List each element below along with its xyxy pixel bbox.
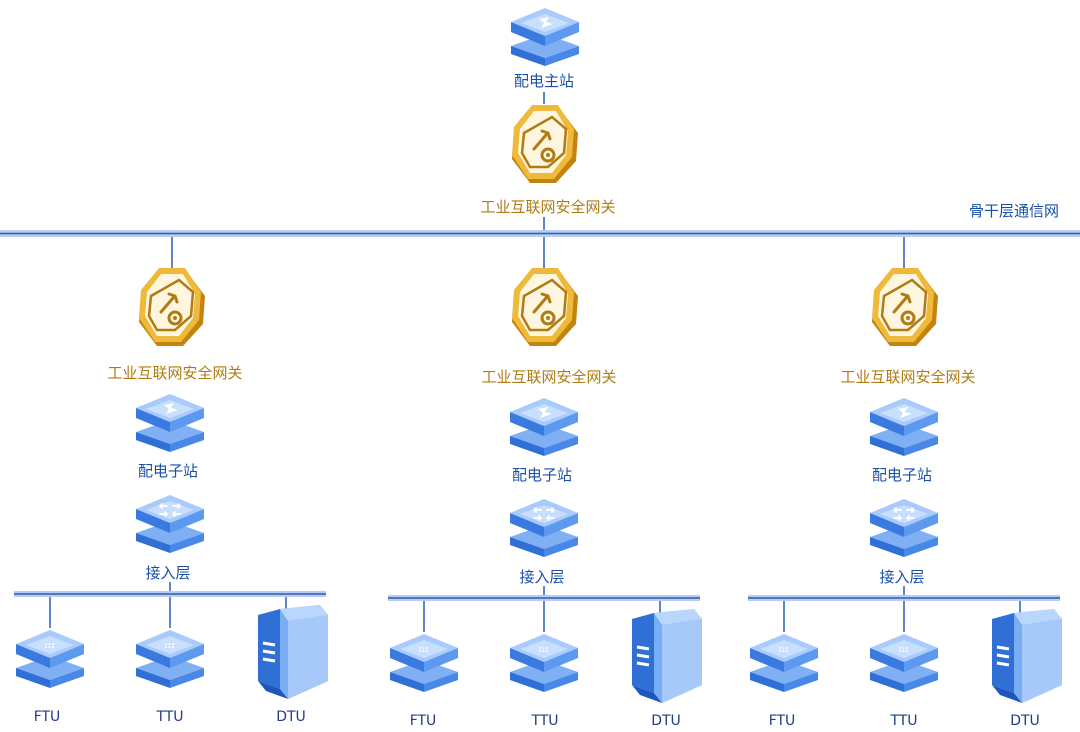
access-switch-icon xyxy=(508,495,580,565)
terminal-label: FTU xyxy=(409,713,437,729)
access-switch-icon xyxy=(868,495,940,565)
terminal-label: TTU xyxy=(156,709,184,725)
ftu-device-icon xyxy=(388,630,460,700)
substation-icon xyxy=(868,394,940,464)
ftu-device-icon xyxy=(748,630,820,700)
access-switch-icon xyxy=(134,491,206,561)
access-layer-label: 接入层 xyxy=(879,568,925,586)
substation-icon xyxy=(134,390,206,460)
backbone-label: 骨干层通信网 xyxy=(969,202,1060,220)
substation-label: 配电子站 xyxy=(511,466,573,484)
master-station-icon xyxy=(509,4,581,74)
terminal-label: TTU xyxy=(890,713,918,729)
branch-gateway-icon xyxy=(508,266,580,352)
dtu-device-icon xyxy=(988,607,1064,709)
terminal-label: TTU xyxy=(531,713,559,729)
ttu-device-icon xyxy=(868,630,940,700)
branch-gateway-label: 工业互联网安全网关 xyxy=(107,364,243,382)
top-gateway-label: 工业互联网安全网关 xyxy=(480,198,616,216)
dtu-device-icon xyxy=(254,603,330,705)
ftu-device-icon xyxy=(14,626,86,696)
branch-gateway-label: 工业互联网安全网关 xyxy=(481,368,617,386)
ttu-device-icon xyxy=(134,626,206,696)
branch-gateway-icon xyxy=(868,266,940,352)
ttu-device-icon xyxy=(508,630,580,700)
substation-icon xyxy=(508,394,580,464)
branch-gateway-label: 工业互联网安全网关 xyxy=(840,368,976,386)
substation-label: 配电子站 xyxy=(871,466,933,484)
dtu-device-icon xyxy=(628,607,704,709)
terminal-label: FTU xyxy=(768,713,796,729)
access-layer-label: 接入层 xyxy=(145,564,191,582)
branch-gateway-icon xyxy=(135,266,207,352)
terminal-label: DTU xyxy=(276,709,306,725)
master-station-label: 配电主站 xyxy=(513,72,575,90)
terminal-label: FTU xyxy=(33,709,61,725)
terminal-label: DTU xyxy=(651,713,681,729)
top-gateway-icon xyxy=(508,103,580,189)
access-layer-label: 接入层 xyxy=(519,568,565,586)
terminal-label: DTU xyxy=(1010,713,1040,729)
substation-label: 配电子站 xyxy=(137,462,199,480)
